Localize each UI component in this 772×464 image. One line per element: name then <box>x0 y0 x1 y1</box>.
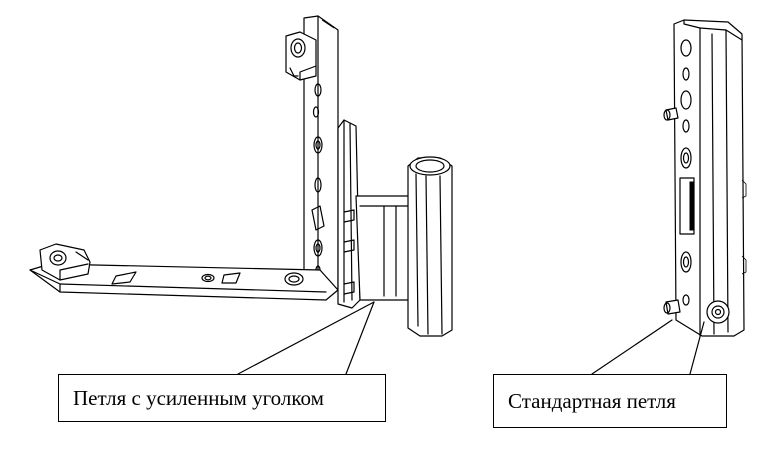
caption-standard-hinge: Стандартная петля <box>493 374 727 428</box>
connecting-strap <box>355 195 417 301</box>
hinge-barrel <box>407 156 453 337</box>
caption-reinforced-hinge: Петля с усиленным уголком <box>58 374 386 422</box>
reinforced-corner-hinge <box>29 15 453 337</box>
leader-lines <box>237 301 705 375</box>
caption-reinforced-hinge-text: Петля с усиленным уголком <box>73 385 324 410</box>
top-clamp <box>285 31 317 81</box>
side-clamp <box>39 243 91 281</box>
horizontal-plate <box>29 263 339 301</box>
caption-standard-hinge-text: Стандартная петля <box>508 388 676 413</box>
standard-hinge <box>663 19 747 337</box>
